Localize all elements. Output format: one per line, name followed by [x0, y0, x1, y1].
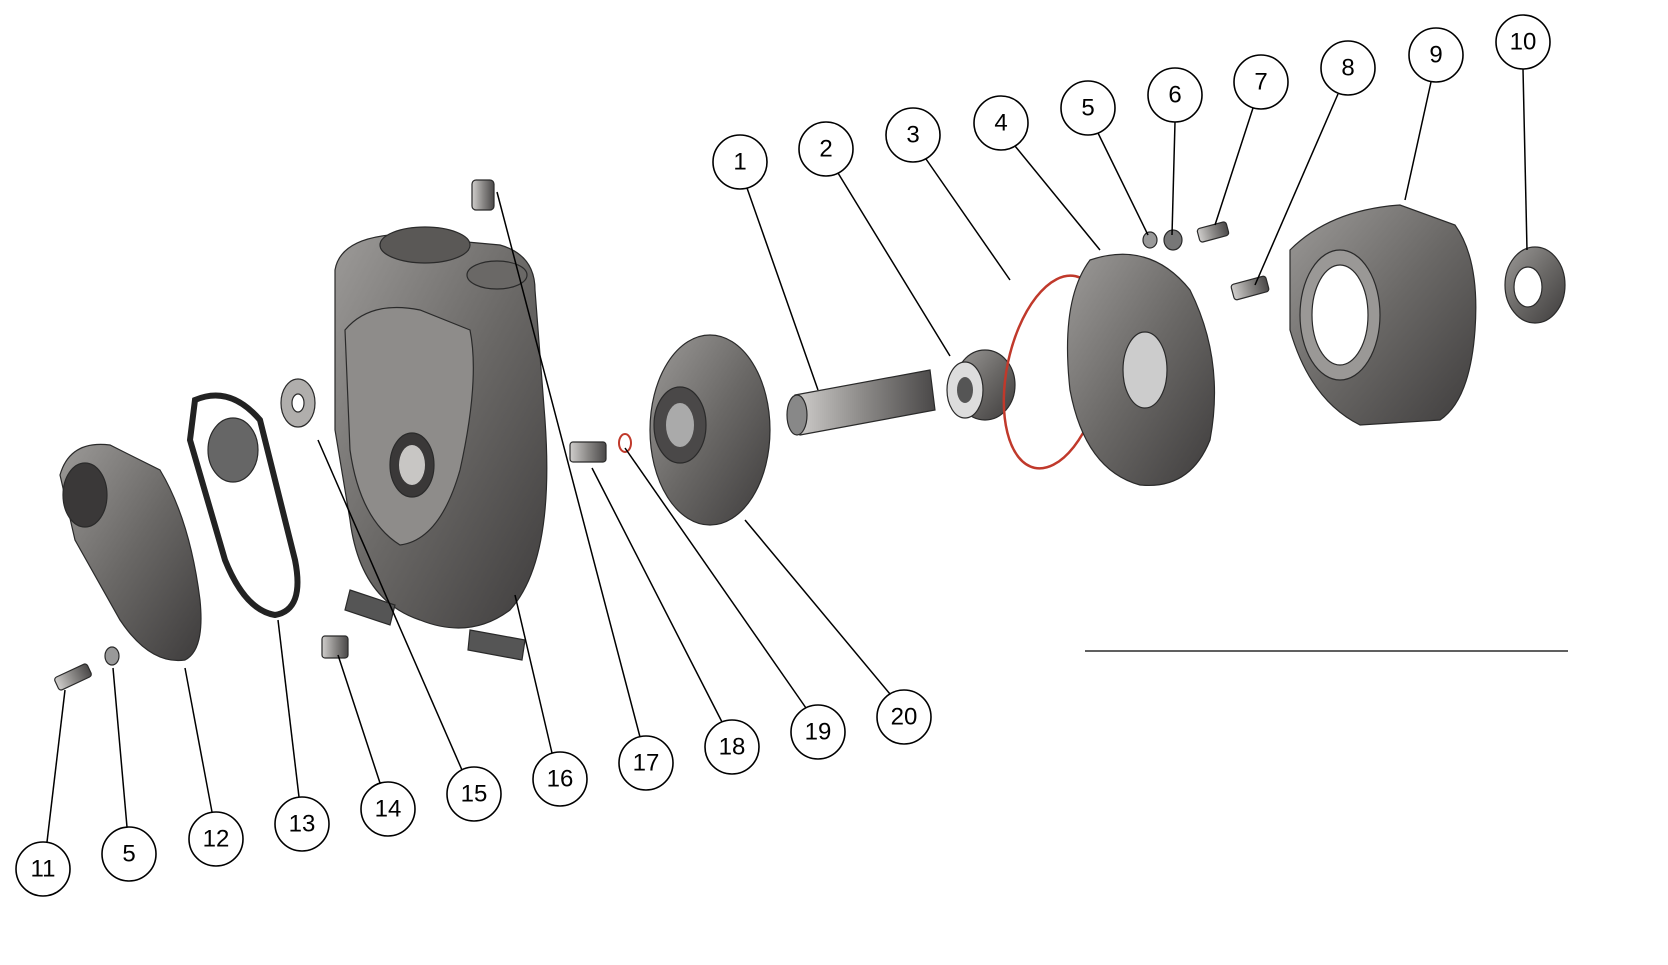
balloon-17: 17 [618, 735, 674, 791]
balloon-label: 6 [1168, 82, 1181, 109]
balloon-label: 5 [1081, 95, 1094, 122]
balloon-label: 19 [805, 719, 832, 746]
balloon-10: 10 [1495, 14, 1551, 70]
balloon-label: 20 [891, 704, 918, 731]
balloon-11: 11 [15, 841, 71, 897]
pump-casing [334, 226, 548, 661]
balloon-label: 11 [31, 856, 56, 883]
balloon-13: 13 [274, 796, 330, 852]
balloon-label: 16 [547, 766, 574, 793]
balloon-7: 7 [1233, 54, 1289, 110]
balloon-1: 1 [712, 134, 768, 190]
balloon-20: 20 [876, 689, 932, 745]
plug [471, 179, 495, 211]
balloon-6: 6 [1147, 67, 1203, 123]
seal [946, 349, 1016, 421]
balloon-label: 10 [1510, 29, 1537, 56]
washer [280, 378, 316, 428]
impeller [649, 334, 771, 526]
shaft-collar [1504, 246, 1566, 324]
balloon-label: 15 [461, 781, 488, 808]
shaft [786, 369, 936, 436]
balloon-label: 2 [819, 136, 832, 163]
backplate [1066, 253, 1216, 487]
balloon-3: 3 [885, 107, 941, 163]
leader-lines [46, 68, 1528, 843]
balloon-label: 9 [1429, 42, 1442, 69]
balloon-18: 18 [704, 719, 760, 775]
balloon-label: 5 [122, 841, 135, 868]
balloon-label: 12 [203, 826, 230, 853]
balloon-2: 2 [798, 121, 854, 177]
balloon-5: 5 [1060, 80, 1116, 136]
cover [59, 443, 202, 662]
balloon-16: 16 [532, 751, 588, 807]
balloon-19: 19 [790, 704, 846, 760]
balloon-12: 12 [188, 811, 244, 867]
balloon-label: 3 [906, 122, 919, 149]
balloon-label: 8 [1341, 55, 1354, 82]
balloon-label: 14 [375, 796, 402, 823]
balloon-15: 15 [446, 766, 502, 822]
bolts [54, 221, 1270, 691]
balloon-label: 1 [733, 149, 746, 176]
balloon-label: 17 [633, 750, 660, 777]
balloon-8: 8 [1320, 40, 1376, 96]
gasket [186, 392, 301, 619]
balloon-5-lower: 5 [101, 826, 157, 882]
balloon-label: 18 [719, 734, 746, 761]
balloon-4: 4 [973, 95, 1029, 151]
balloon-14: 14 [360, 781, 416, 837]
balloon-label: 7 [1254, 69, 1267, 96]
balloon-label: 13 [289, 811, 316, 838]
balloon-label: 4 [994, 110, 1007, 137]
bracket [1289, 204, 1477, 426]
balloon-9: 9 [1408, 27, 1464, 83]
